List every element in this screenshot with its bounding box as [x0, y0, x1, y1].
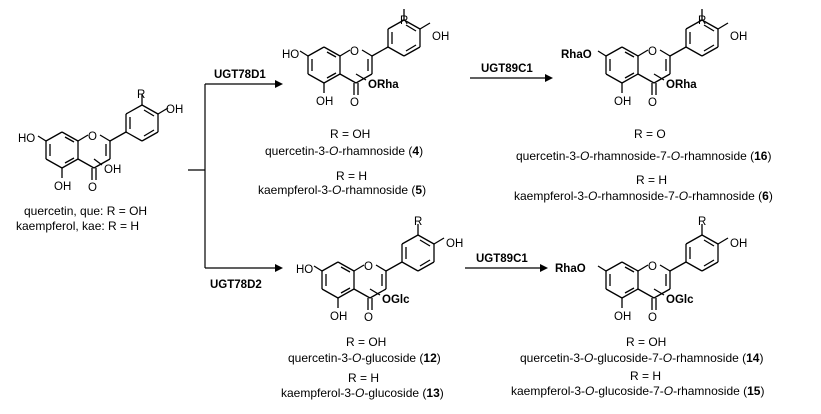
p14-r-value: R = OH — [626, 335, 666, 349]
enzyme-ugt89c1-bottom-label: UGT89C1 — [476, 253, 528, 265]
structure-3-o-rhamnoside: O O R OH HO OH ORha — [282, 8, 449, 109]
atom-oh-5: OH — [614, 96, 631, 108]
p12-name: quercetin-3-O-glucoside (12) — [288, 351, 441, 365]
atom-oglc-3: OGlc — [666, 294, 694, 306]
p15-name: kaempferol-3-O-glucoside-7-O-rhamnoside … — [511, 384, 764, 398]
structure-starting-flavonol: O O R OH HO OH OH — [18, 89, 183, 194]
atom-ho-7: HO — [282, 49, 299, 61]
enzyme-ugt78d2-label: UGT78D2 — [210, 279, 262, 291]
structure-3-o-rha-7-o-rha: O O R OH RhaO OH ORha — [561, 8, 747, 109]
atom-o-carbonyl: O — [350, 97, 359, 109]
atom-r: R — [137, 89, 145, 101]
starting-caption-line1: quercetin, que: R = OH — [24, 204, 147, 218]
atom-orha-3: ORha — [368, 79, 399, 91]
atom-oglc-3: OGlc — [382, 294, 410, 306]
arrow-to-ugt78d2-product — [205, 264, 283, 272]
p6-name: kaempferol-3-O-rhamnoside-7-O-rhamnoside… — [514, 189, 773, 203]
arrow-ugt89c1-bottom — [465, 264, 548, 272]
atom-orha-3: ORha — [666, 79, 697, 91]
structure-3-o-glucoside: O O R OH HO OH OGlc — [296, 216, 463, 324]
atom-o-ring: O — [364, 261, 373, 273]
atom-o-carbonyl: O — [88, 182, 97, 194]
atom-r: R — [400, 15, 408, 27]
atom-oh-4prime: OH — [166, 104, 183, 116]
p12-r-value: R = OH — [346, 335, 386, 349]
atom-o-ring: O — [350, 46, 359, 58]
p5-name: kaempferol-3-O-rhamnoside (5) — [258, 183, 426, 197]
atom-ho-7: HO — [296, 264, 313, 276]
branch-arrow — [188, 84, 206, 268]
p5-r-value: R = H — [336, 169, 367, 183]
atom-oh-5: OH — [54, 181, 71, 193]
atom-ho-7: HO — [18, 133, 35, 145]
p13-name: kaempferol-3-O-glucoside (13) — [281, 386, 444, 400]
atom-o-carbonyl: O — [648, 312, 657, 324]
atom-o-carbonyl: O — [648, 97, 657, 109]
p4-r-value: R = OH — [330, 127, 370, 141]
atom-r: R — [698, 216, 706, 228]
atom-rhao-7: RhaO — [561, 49, 592, 61]
p15-r-value: R = H — [630, 369, 661, 383]
p16-name: quercetin-3-O-rhamnoside-7-O-rhamnoside … — [516, 149, 771, 163]
p16-r-value: R = O — [634, 127, 666, 141]
starting-caption-line2: kaempferol, kae: R = H — [16, 219, 139, 233]
p13-r-value: R = H — [348, 371, 379, 385]
atom-o-ring: O — [648, 261, 657, 273]
atom-oh-5: OH — [316, 96, 333, 108]
atom-r: R — [698, 15, 706, 27]
atom-oh-4prime: OH — [730, 238, 747, 250]
atom-oh-5: OH — [614, 311, 631, 323]
atom-o-ring: O — [648, 46, 657, 58]
atom-o-ring: O — [88, 131, 97, 143]
enzyme-ugt78d1-label: UGT78D1 — [214, 69, 266, 81]
atom-o-carbonyl: O — [364, 312, 373, 324]
arrow-to-ugt78d1-product — [205, 80, 283, 88]
atom-r: R — [414, 216, 422, 228]
atom-oh-5: OH — [330, 311, 347, 323]
p14-name: quercetin-3-O-glucoside-7-O-rhamnoside (… — [520, 351, 763, 365]
structure-3-o-glc-7-o-rha: O O R OH RhaO OH OGlc — [555, 216, 747, 324]
atom-rhao-7: RhaO — [555, 263, 586, 275]
atom-oh-3: OH — [104, 164, 121, 176]
p4-name: quercetin-3-O-rhamnoside (4) — [265, 144, 423, 158]
enzyme-ugt89c1-top-label: UGT89C1 — [481, 63, 533, 75]
atom-oh-4prime: OH — [730, 31, 747, 43]
atom-oh-4prime: OH — [446, 238, 463, 250]
atom-oh-4prime: OH — [432, 31, 449, 43]
arrow-ugt89c1-top — [470, 74, 553, 82]
p6-r-value: R = H — [636, 173, 667, 187]
